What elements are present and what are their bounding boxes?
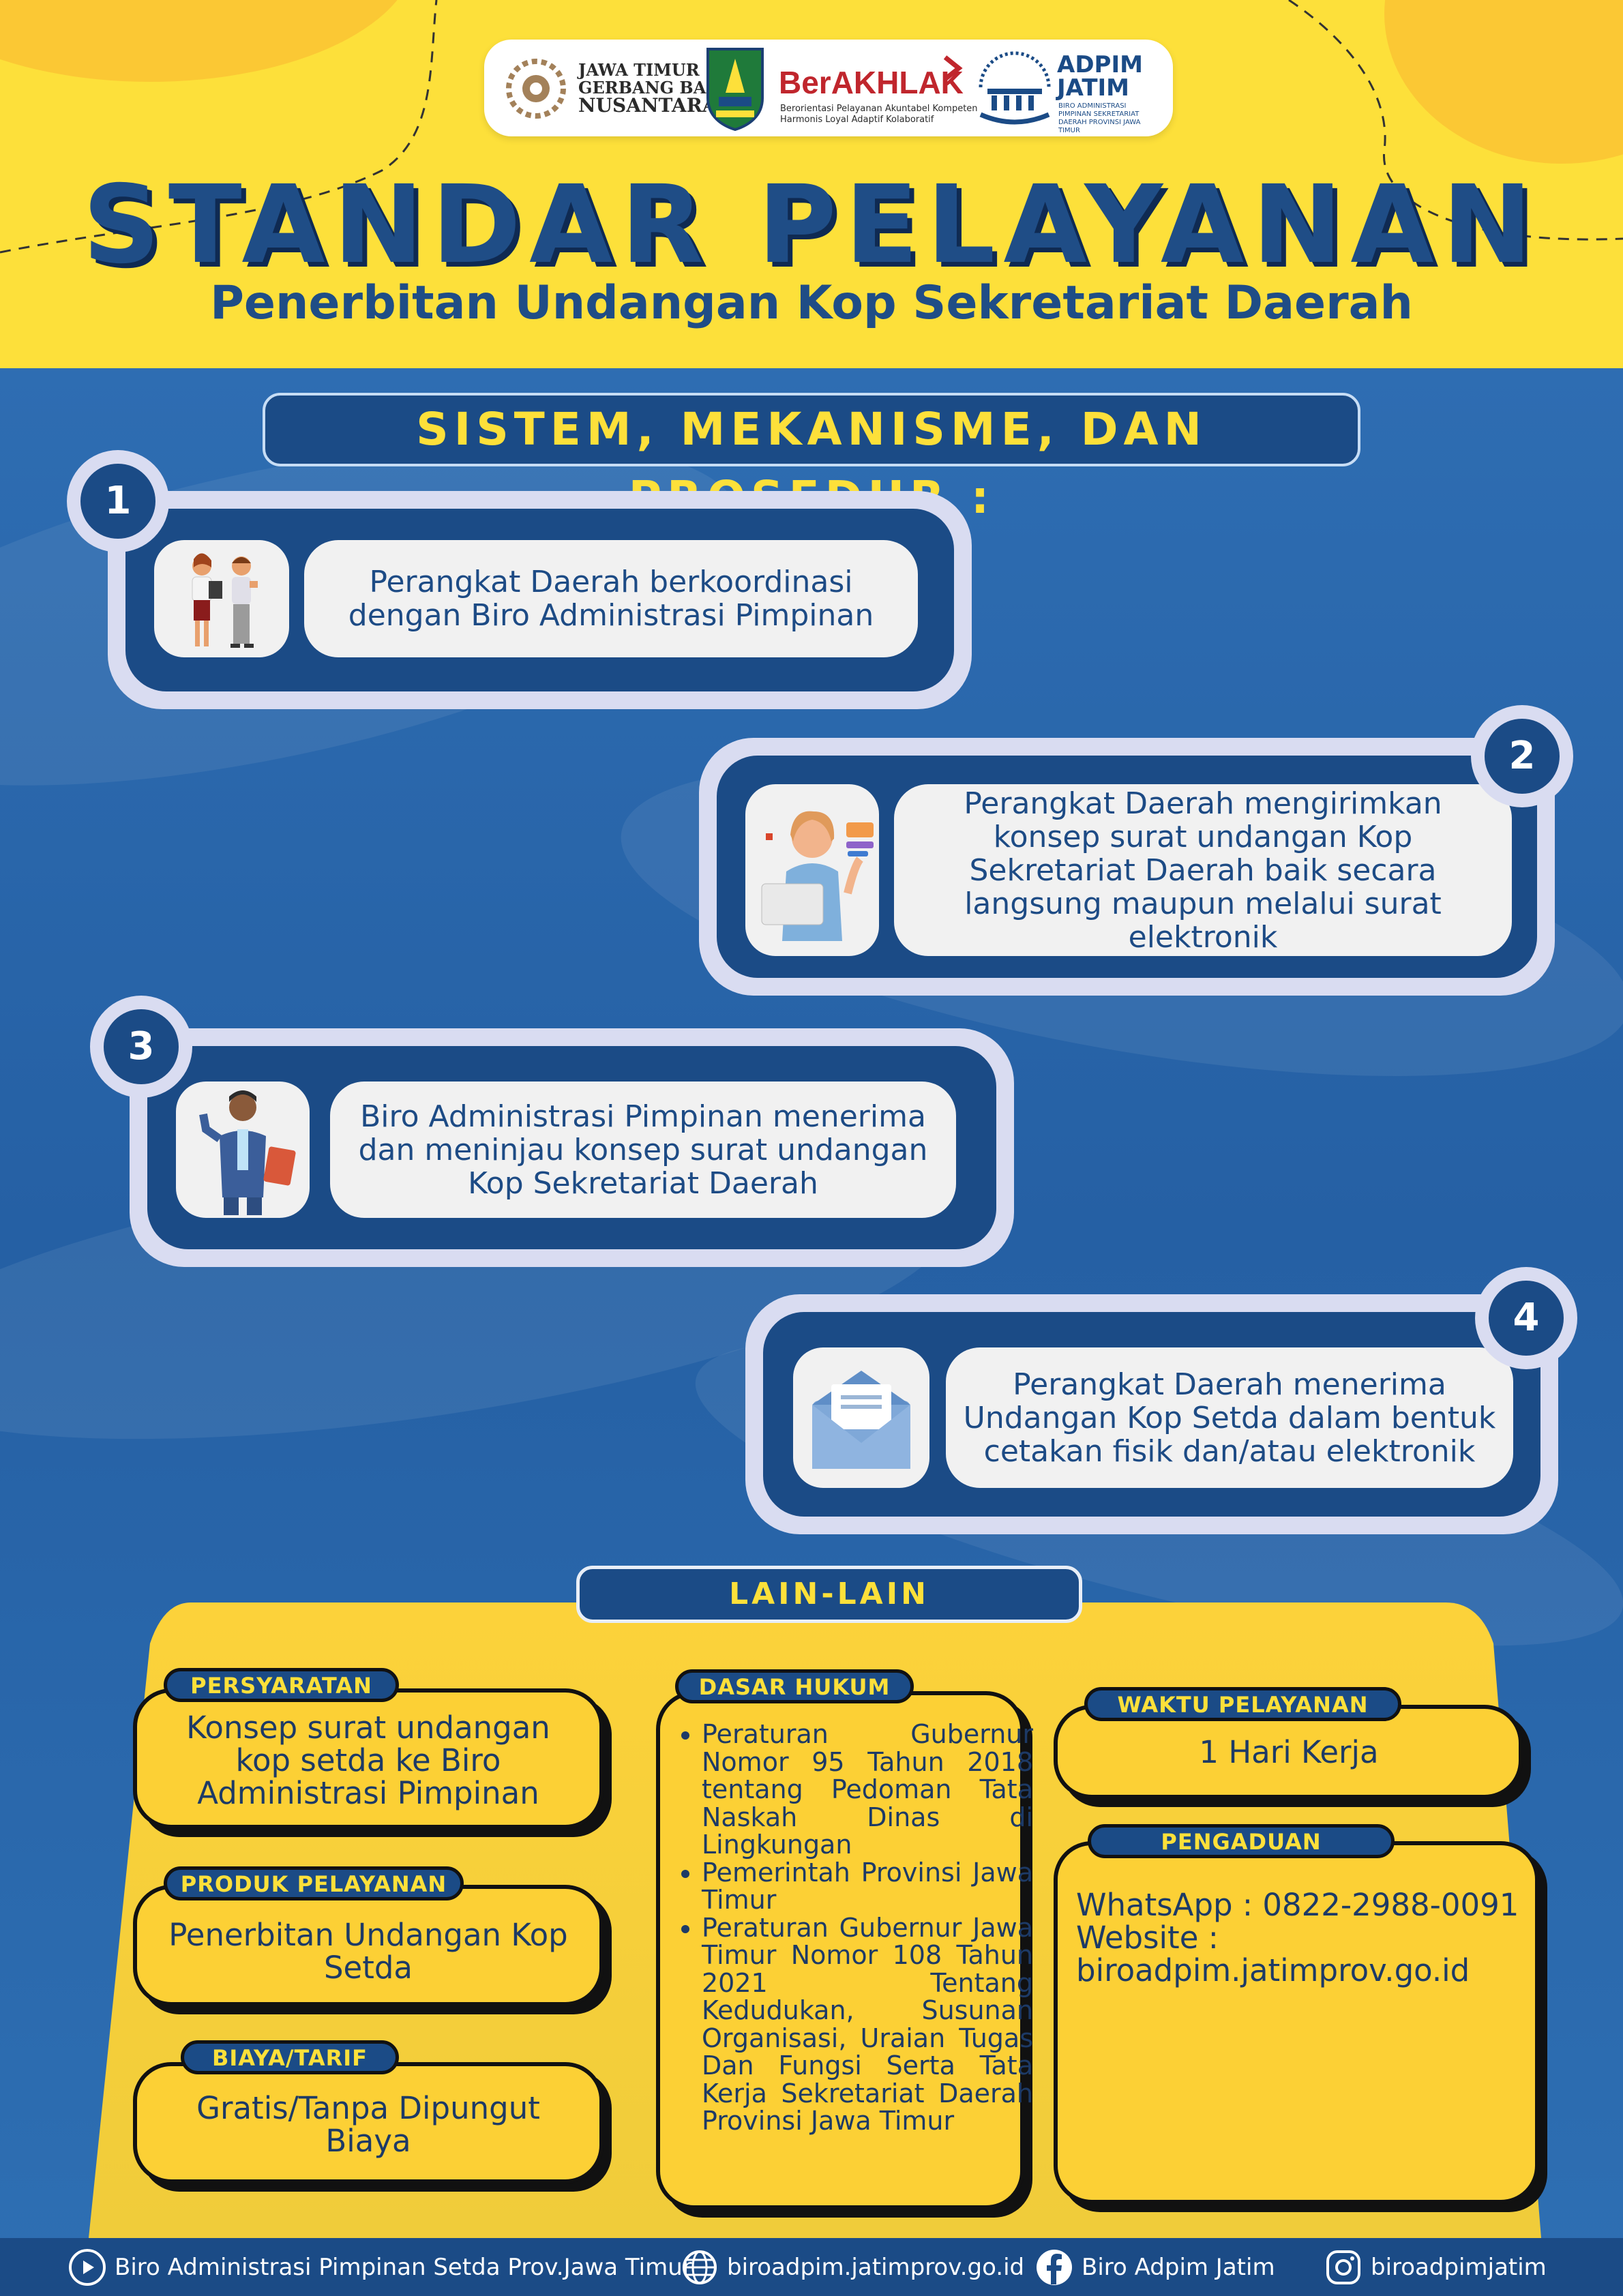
berakhlak-tagline: Berorientasi Pelayanan Akuntabel Kompete… [780,104,978,125]
woman-laptop-icon [745,784,879,956]
step-1-text: Perangkat Daerah berkoordinasi dengan Bi… [304,540,918,657]
dasar-hukum-item: Peraturan Gubernur Jawa Timur Nomor 108 … [702,1913,1033,2135]
section-heading: SISTEM, MEKANISME, DAN PROSEDUR : [263,393,1360,524]
step-3-number: 3 [90,996,192,1098]
step-3-text: Biro Administrasi Pimpinan menerima dan … [330,1082,956,1218]
step-4-text: Perangkat Daerah menerima Undangan Kop S… [946,1347,1513,1488]
footer-youtube-text: Biro Administrasi Pimpinan Setda Prov.Ja… [115,2253,692,2281]
page-subtitle: Penerbitan Undangan Kop Sekretariat Daer… [210,276,1413,330]
waktu-text: 1 Hari Kerja [1199,1734,1379,1770]
facebook-icon [1035,2248,1073,2286]
waktu-label: WAKTU PELAYANAN [1084,1687,1401,1721]
dasar-hukum-list: Peraturan Gubernur Nomor 95 Tahun 2018 t… [672,1720,1033,2135]
persyaratan-card [133,1688,604,1829]
globe-icon [681,2248,719,2286]
step-2-text: Perangkat Daerah mengirimkan konsep sura… [894,784,1512,956]
envelope-icon [793,1347,929,1488]
step-4: Perangkat Daerah menerima Undangan Kop S… [745,1267,1577,1534]
jatim-emblem-icon [706,48,764,131]
dasar-hukum-card [656,1691,1024,2209]
step-2-number: 2 [1471,705,1573,807]
pengaduan-card [1054,1841,1539,2204]
adpim-logo-text: ADPIM JATIM [1057,51,1143,102]
footer-instagram-text: biroadpimjatim [1371,2253,1547,2281]
step-3: Biro Administrasi Pimpinan menerima dan … [90,996,1014,1267]
footer-youtube[interactable]: Biro Administrasi Pimpinan Setda Prov.Ja… [68,2238,692,2296]
pengaduan-text: WhatsApp : 0822-2988-0091 Website : biro… [1076,1889,1526,1987]
footer-facebook-text: Biro Adpim Jatim [1082,2253,1275,2281]
footer-website-text: biroadpim.jatimprov.go.id [727,2253,1025,2281]
dasar-hukum-item: Pemerintah Provinsi Jawa Timur [702,1858,1033,1914]
step-2: Perangkat Daerah mengirimkan konsep sura… [699,705,1573,996]
instagram-icon [1324,2248,1363,2286]
logo-bar: JAWA TIMUR GERBANG BARU NUSANTARA BerAKH… [484,40,1173,136]
adpim-building-icon [979,51,1051,125]
adpim-subtext: BIRO ADMINISTRASI PIMPINAN SEKRETARIAT D… [1058,102,1141,134]
produk-text: Penerbitan Undangan Kop Setda [168,1917,568,1986]
pengaduan-label: PENGADUAN [1088,1824,1395,1858]
berakhlak-chevron-icon [943,55,963,81]
step-1: Perangkat Daerah berkoordinasi dengan Bi… [67,450,972,709]
page-title: STANDAR PELAYANAN [83,162,1540,288]
youtube-icon [68,2248,106,2286]
header: JAWA TIMUR GERBANG BARU NUSANTARA BerAKH… [0,0,1623,368]
website-link[interactable]: biroadpim.jatimprov.go.id [1076,1952,1470,1988]
whatsapp-number[interactable]: WhatsApp : 0822-2988-0091 [1076,1887,1519,1923]
two-people-icon [154,540,289,657]
footer-instagram[interactable]: biroadpimjatim [1324,2238,1547,2296]
footer: Biro Administrasi Pimpinan Setda Prov.Ja… [0,2238,1623,2296]
step-1-number: 1 [67,450,169,552]
nusantara-logo-icon [506,59,566,119]
dasar-hukum-item: Peraturan Gubernur Nomor 95 Tahun 2018 t… [702,1720,1033,1859]
website-label: Website : [1076,1920,1219,1956]
biaya-label: BIAYA/TARIF [181,2040,399,2074]
footer-facebook[interactable]: Biro Adpim Jatim [1035,2238,1275,2296]
berakhlak-logo: BerAKHLAK [779,65,964,100]
persyaratan-label: PERSYARATAN [164,1668,399,1702]
produk-label: PRODUK PELAYANAN [164,1866,464,1900]
businessman-icon [176,1082,310,1218]
lain-lain-label: LAIN-LAIN [576,1566,1082,1623]
dashed-decor-lines [0,0,1623,254]
dasar-hukum-label: DASAR HUKUM [675,1669,914,1703]
nusantara-logo-text: JAWA TIMUR GERBANG BARU NUSANTARA [578,60,734,117]
persyaratan-text: Konsep surat undangan kop setda ke Biro … [186,1710,550,1811]
step-4-number: 4 [1475,1267,1577,1369]
biaya-text: Gratis/Tanpa Dipungut Biaya [196,2090,540,2159]
footer-website[interactable]: biroadpim.jatimprov.go.id [681,2238,1024,2296]
